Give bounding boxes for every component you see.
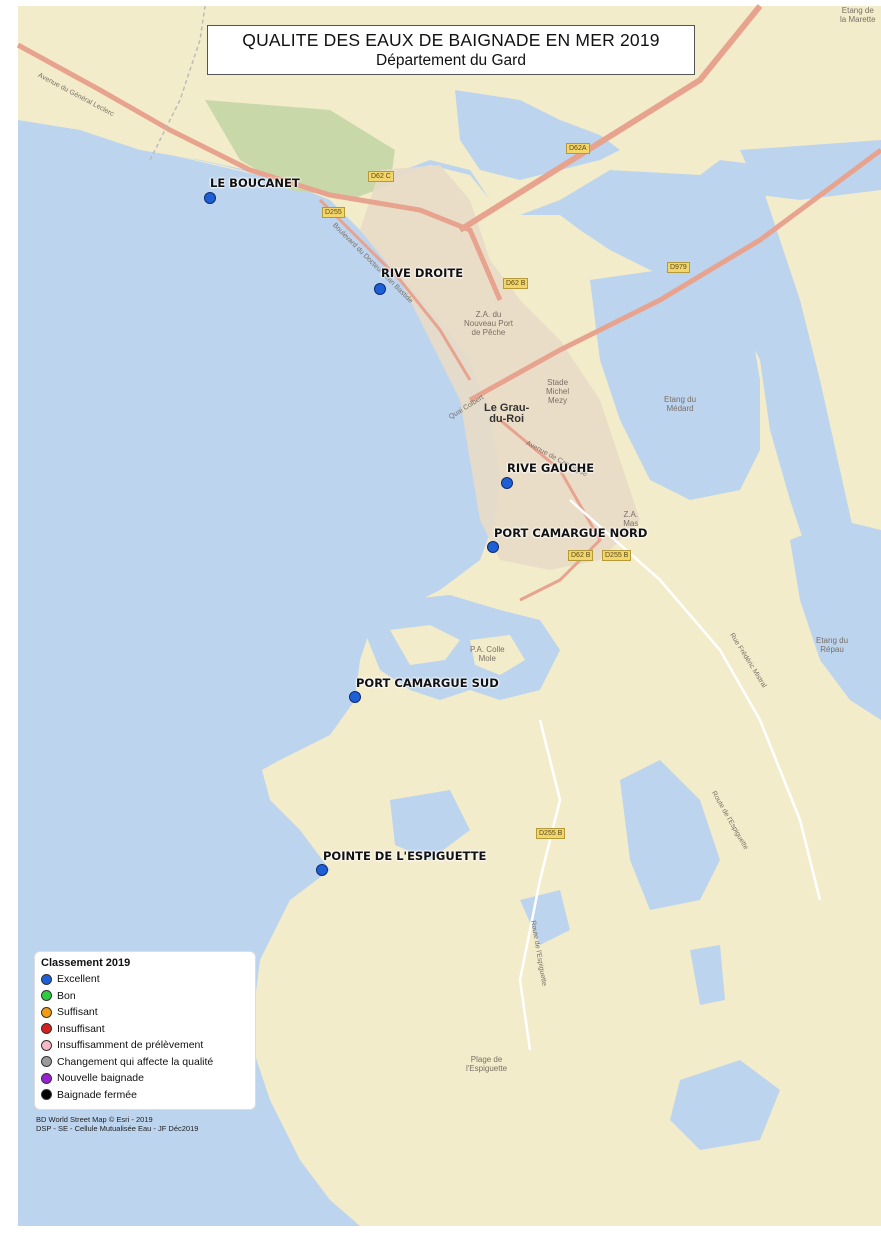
legend-item-bon: Bon — [41, 988, 249, 1005]
site-label-le-boucanet: LE BOUCANET — [210, 176, 300, 190]
marina-island — [390, 625, 460, 665]
place-pa-colle: P.A. Colle Mole — [470, 645, 505, 663]
road-espiguette — [569, 499, 822, 901]
place-etang-repau: Etang du Répau — [816, 636, 849, 654]
legend-label-insuffisamment: Insuffisamment de prélèvement — [57, 1039, 204, 1052]
road-espiguette-2 — [518, 719, 562, 1051]
title-subtitle: Département du Gard — [376, 52, 526, 69]
map-credits: BD World Street Map © Esri - 2019 DSP - … — [36, 1115, 198, 1133]
espiguette-ponds — [620, 760, 720, 910]
legend-item-fermee: Baignade fermée — [41, 1087, 249, 1104]
place-etang-marette: Etang de la Marette — [840, 6, 876, 24]
road-highway — [458, 4, 763, 233]
shield-d62b-2: D62 B — [568, 550, 594, 561]
place-za-port: Z.A. du Nouveau Port de Pêche — [464, 310, 513, 337]
legend-dot-bon — [41, 990, 52, 1002]
place-za-mas: Z.A. Mas D'Age — [620, 510, 642, 537]
shield-d979: D979 — [667, 262, 690, 273]
site-marker-le-boucanet[interactable] — [204, 192, 216, 204]
site-marker-rive-droite[interactable] — [374, 283, 386, 295]
legend-dot-fermee — [41, 1089, 52, 1101]
marina — [360, 595, 560, 700]
shield-d255: D255 — [322, 207, 345, 218]
pond-small — [520, 890, 570, 945]
legend-dot-insuffisant — [41, 1023, 52, 1035]
shield-d62c: D62 C — [368, 171, 394, 182]
pond-mid — [690, 945, 725, 1005]
legend-item-excellent: Excellent — [41, 971, 249, 988]
legend-item-changement: Changement qui affecte la qualité — [41, 1054, 249, 1071]
legend-title: Classement 2019 — [41, 957, 131, 969]
land-east — [760, 170, 881, 640]
site-label-pointe-espiguette: POINTE DE L'ESPIGUETTE — [323, 849, 487, 863]
shield-d255b-2: D255 B — [536, 828, 566, 839]
marina-island-2 — [470, 635, 525, 675]
site-marker-port-camargue-nord[interactable] — [487, 541, 499, 553]
legend-item-nouvelle: Nouvelle baignade — [41, 1070, 249, 1087]
legend-dot-excellent — [41, 973, 52, 985]
legend-dot-insuffisamment — [41, 1039, 52, 1051]
legend-label-excellent: Excellent — [57, 973, 100, 986]
site-label-rive-gauche: RIVE GAUCHE — [507, 461, 595, 475]
shield-d255b: D255 B — [602, 550, 632, 561]
legend-dot-nouvelle — [41, 1072, 52, 1084]
vegetation — [205, 100, 395, 198]
legend-label-suffisant: Suffisant — [57, 1006, 98, 1019]
legend-item-insuffisamment: Insuffisamment de prélèvement — [41, 1037, 249, 1054]
pond-south — [670, 1060, 780, 1150]
title-main: QUALITE DES EAUX DE BAIGNADE EN MER 2019 — [242, 30, 660, 50]
lagoon-northeast — [740, 140, 881, 200]
legend-dot-suffisant — [41, 1006, 52, 1018]
place-etang-medard: Etang du Médard — [664, 395, 697, 413]
credits-line-1: BD World Street Map © Esri - 2019 — [36, 1115, 153, 1124]
road-boulevard — [318, 198, 472, 381]
road-d979 — [468, 147, 881, 403]
site-label-rive-droite: RIVE DROITE — [381, 266, 464, 280]
urban-area — [360, 165, 640, 570]
legend-label-bon: Bon — [57, 989, 76, 1002]
site-marker-pointe-espiguette[interactable] — [316, 864, 328, 876]
legend-item-insuffisant: Insuffisant — [41, 1021, 249, 1038]
legend: Classement 2019 Excellent Bon Suffisant … — [34, 951, 256, 1110]
shield-d62a: D62A — [566, 143, 590, 154]
site-label-port-camargue-nord: PORT CAMARGUE NORD — [494, 526, 648, 540]
shield-d62b: D62 B — [503, 278, 529, 289]
legend-label-nouvelle: Nouvelle baignade — [57, 1072, 144, 1085]
legend-dot-changement — [41, 1056, 52, 1068]
legend-item-suffisant: Suffisant — [41, 1004, 249, 1021]
railway — [149, 5, 206, 161]
site-label-port-camargue-sud: PORT CAMARGUE SUD — [356, 676, 499, 690]
site-marker-port-camargue-sud[interactable] — [349, 691, 361, 703]
place-plage-espiguette: Plage de l'Espiguette — [466, 1055, 508, 1073]
lagoon-repau — [790, 520, 881, 720]
legend-label-fermee: Baignade fermée — [57, 1088, 137, 1101]
place-le-grau-du-roi: Le Grau- du-Roi — [484, 402, 530, 425]
legend-label-insuffisant: Insuffisant — [57, 1022, 105, 1035]
legend-label-changement: Changement qui affecte la qualité — [57, 1055, 214, 1068]
credits-line-2: DSP - SE - Cellule Mutualisée Eau - JF D… — [36, 1124, 199, 1133]
place-stade: Stade Michel Mezy — [546, 378, 570, 405]
site-marker-rive-gauche[interactable] — [501, 477, 513, 489]
lagoon-medard — [590, 270, 760, 500]
map-title: QUALITE DES EAUX DE BAIGNADE EN MER 2019… — [207, 25, 695, 75]
pond-west — [390, 790, 470, 860]
road-south — [499, 418, 602, 602]
